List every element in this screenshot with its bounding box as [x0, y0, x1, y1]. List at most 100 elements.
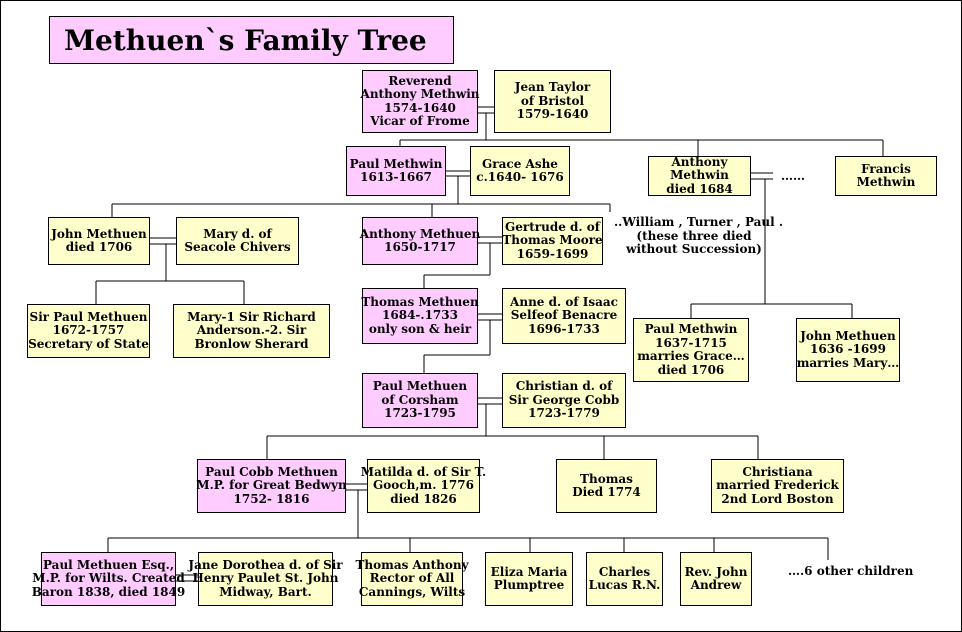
- note-other-children: ….6 other children: [788, 564, 914, 578]
- text-line: died 1826: [390, 491, 457, 506]
- text-line: Jean Taylor: [514, 80, 591, 95]
- text-line: Paul Methwin: [349, 156, 443, 171]
- text-line: Henry Paulet St. John: [192, 571, 339, 586]
- text-line: 2nd Lord Boston: [721, 491, 834, 506]
- text-line: M.P. for Wilts. Created: [32, 571, 185, 586]
- text-line: died 1706: [657, 362, 725, 377]
- text-line: Christiana: [742, 464, 813, 479]
- text-line: died 1706: [65, 240, 133, 254]
- text-line: 1672-1757: [52, 323, 125, 338]
- text-line: Charles: [598, 564, 651, 579]
- text-line: Sir Paul Methuen: [29, 309, 148, 324]
- text-line: Francis: [861, 161, 911, 176]
- text-line: Paul Methwin: [644, 322, 738, 336]
- text-line: Gooch,m. 1776: [373, 478, 474, 493]
- text-line: Thomas: [580, 471, 633, 486]
- text-line: 1579-1640: [516, 107, 589, 122]
- text-line: married Frederick: [716, 478, 839, 493]
- text-line: Rev. John: [684, 564, 748, 579]
- text-line: Methwin: [856, 175, 916, 189]
- text-line: Methwin: [670, 168, 729, 183]
- page-title: Methuen`s Family Tree: [49, 16, 454, 64]
- text-line: John Methuen: [800, 328, 896, 343]
- text-line: John Methuen: [51, 226, 147, 241]
- text-line: Baron 1838, died 1849: [31, 584, 186, 599]
- unknown-spouse-dots: ……: [781, 169, 805, 183]
- text-line: ..William , Turner , Paul .: [614, 215, 784, 229]
- text-line: Died 1774: [572, 485, 641, 499]
- text-line: marries Mary…: [796, 355, 900, 370]
- text-line: Thomas Methuen: [361, 294, 479, 309]
- text-line: only son & heir: [368, 321, 472, 336]
- text-line: Plumptree: [493, 578, 565, 592]
- text-line: Jane Dorothea d. of Sir: [188, 557, 343, 572]
- text-line: died 1684: [666, 181, 733, 196]
- text-line: Mary d. of: [203, 226, 272, 241]
- text-line: Matilda d. of Sir T.: [360, 464, 487, 479]
- text-line: 1684-.1733: [382, 308, 458, 323]
- text-line: of Corsham: [381, 392, 459, 407]
- text-line: 1723-1779: [528, 406, 600, 421]
- text-line: Lucas R.N.: [588, 578, 661, 592]
- text-line: M.P. for Great Bedwyn: [196, 478, 347, 493]
- text-line: Midway, Bart.: [219, 584, 312, 599]
- text-line: 1650-1717: [384, 240, 456, 254]
- text-line: Bronlow Sherard: [194, 336, 309, 351]
- text-line: 1574-1640: [384, 100, 456, 115]
- text-line: Thomas Anthony: [355, 557, 469, 572]
- text-line: Mary-1 Sir Richard: [187, 309, 316, 324]
- text-line: without Succession): [626, 242, 762, 256]
- text-line: c.1640- 1676: [476, 170, 564, 184]
- text-line: Anthony Methwin: [360, 87, 480, 101]
- text-line: Rector of All: [369, 571, 455, 586]
- text-line: Seacole Chivers: [184, 240, 291, 254]
- text-line: 1636 -1699: [810, 342, 886, 357]
- text-line: 1637-1715: [655, 335, 727, 350]
- text-line: marries Grace…: [637, 349, 745, 363]
- text-line: 1752- 1816: [233, 491, 310, 506]
- text-line: Secretary of State: [28, 336, 149, 351]
- text-line: Anne d. of Isaac: [510, 294, 618, 309]
- text-line: Anthony Methuen: [359, 226, 481, 241]
- text-line: (these three died: [636, 228, 752, 243]
- text-line: Anderson.-2. Sir: [196, 323, 307, 338]
- note-william-turner-paul: ..William , Turner , Paul .(these three …: [614, 215, 784, 257]
- text-line: Sir George Cobb: [508, 392, 620, 407]
- text-line: Gertrude d. of: [505, 219, 600, 234]
- person-paul-methuen-esq: Paul Methuen Esq.,M.P. for Wilts. Create…: [32, 552, 185, 606]
- text-line: Cannings, Wilts: [358, 584, 466, 599]
- text-line: of Bristol: [520, 93, 585, 108]
- text-line: 1723-1795: [384, 406, 456, 421]
- text-line: Anthony: [671, 154, 728, 169]
- text-line: 1613-1667: [360, 170, 432, 184]
- text-line: Paul Methuen: [372, 379, 468, 394]
- text-line: 1696-1733: [528, 321, 600, 336]
- text-line: 1659-1699: [516, 246, 589, 261]
